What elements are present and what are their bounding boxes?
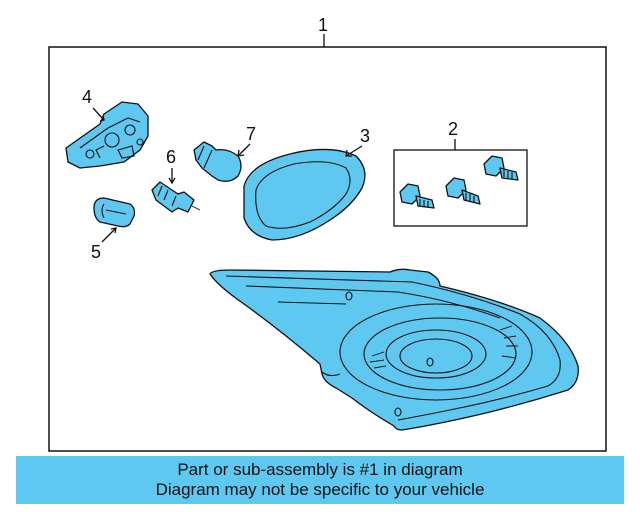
parts-diagram: 1 4 5 6 7 [48,15,607,452]
footer-line-2: Diagram may not be specific to your vehi… [155,480,485,499]
callout-7[interactable]: 7 [246,124,256,144]
callout-4[interactable]: 4 [82,87,92,107]
callout-5[interactable]: 5 [91,242,101,262]
callout-1[interactable]: 1 [318,15,328,35]
part-7-bulb[interactable] [193,141,242,182]
callout-3[interactable]: 3 [360,126,370,146]
footer-line-1: Part or sub-assembly is #1 in diagram [177,460,463,479]
part-6-socket-bulb[interactable] [151,181,201,213]
assembly-frame [48,46,607,452]
part-1-tail-light-housing[interactable] [209,268,579,431]
part-2-screw-c[interactable] [483,155,519,181]
callout-5-leader [101,227,117,243]
callout-6[interactable]: 6 [166,147,176,167]
part-2-screw-b[interactable] [445,177,481,205]
part-4-socket-bracket[interactable] [65,101,149,169]
callout-2[interactable]: 2 [448,119,458,139]
part-2-group-box [393,149,528,227]
callout-4-leader [92,107,105,121]
part-5-wedge-bulb[interactable] [93,197,136,228]
part-2-screw-a[interactable] [399,183,435,209]
info-banner: Part or sub-assembly is #1 in diagram Di… [16,456,624,504]
callout-7-leader [237,143,251,157]
callout-3-leader [345,145,363,157]
part-3-gasket[interactable] [243,148,366,241]
